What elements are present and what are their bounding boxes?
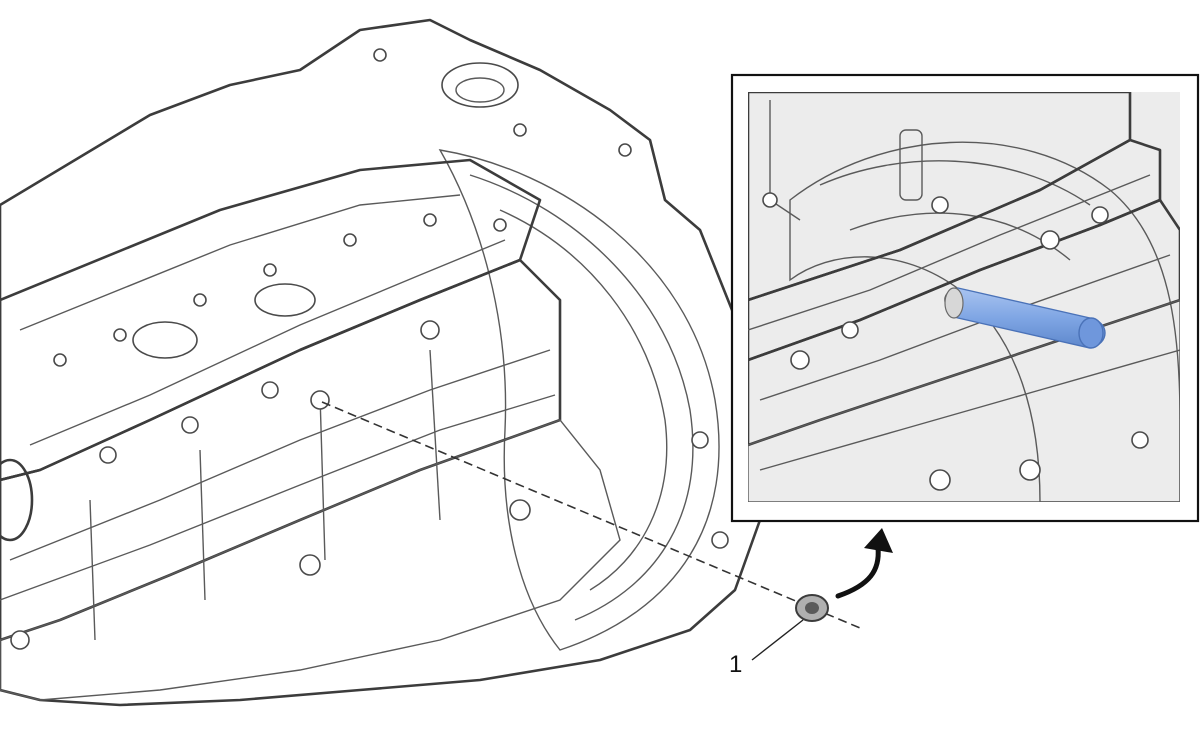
callout-label-1: 1 bbox=[729, 651, 742, 678]
seal-installer-tool bbox=[944, 287, 1106, 349]
callout-leader-1 bbox=[751, 619, 804, 661]
detail-view-inset bbox=[730, 73, 1200, 523]
detail-view-arrow bbox=[835, 528, 893, 599]
seal bbox=[795, 594, 829, 622]
transmission-housing bbox=[0, 18, 762, 707]
